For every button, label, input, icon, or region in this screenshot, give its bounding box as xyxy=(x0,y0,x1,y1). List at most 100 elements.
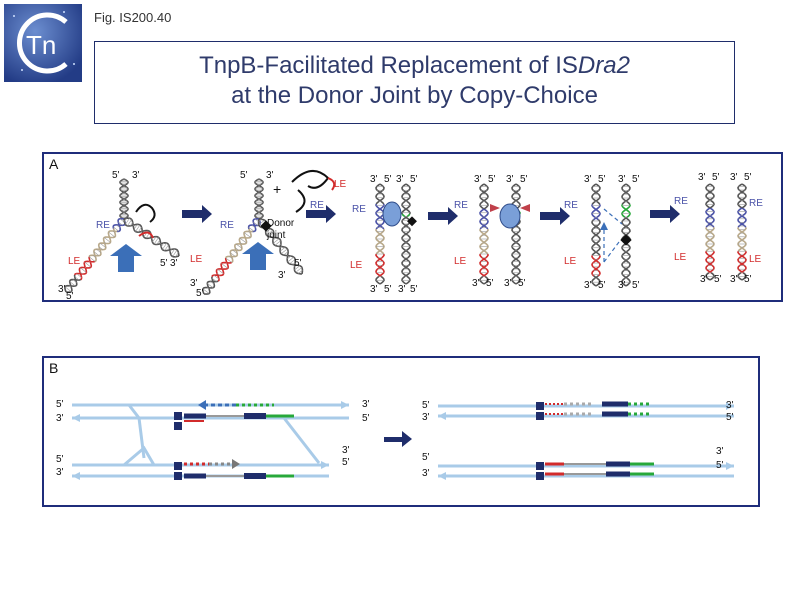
dna-strand xyxy=(737,227,747,252)
base-pair xyxy=(295,267,303,273)
svg-text:5': 5' xyxy=(488,174,496,185)
base-pair xyxy=(272,237,277,241)
dna-strand xyxy=(375,228,385,255)
dna-strand xyxy=(375,228,385,255)
dna-strand xyxy=(705,183,715,209)
dna-strand xyxy=(705,183,715,209)
crossover-strand xyxy=(282,417,321,464)
dna-strand xyxy=(705,227,715,252)
tnpb-protein xyxy=(499,203,521,229)
base-pair xyxy=(156,239,161,245)
base-pair xyxy=(108,231,115,238)
svg-text:3': 3' xyxy=(472,278,480,289)
dna-strand xyxy=(479,275,485,285)
title-italic: Dra2 xyxy=(577,52,630,79)
base-pair xyxy=(72,279,77,283)
base-pair xyxy=(230,252,236,257)
title-box: TnpB-Facilitated Replacement of ISDra2 a… xyxy=(94,41,735,124)
svg-text:RE: RE xyxy=(564,200,578,211)
dna-strand xyxy=(401,183,411,215)
step-arrow xyxy=(306,205,336,223)
tn-logo: Tn xyxy=(4,4,82,82)
dna-strand xyxy=(479,183,489,210)
dna-strand xyxy=(591,275,599,287)
dna-strand xyxy=(591,255,601,277)
svg-text:3': 3' xyxy=(422,412,430,423)
svg-text:RE: RE xyxy=(454,200,468,211)
base-pair xyxy=(248,226,255,232)
dna-strand xyxy=(123,217,180,258)
svg-text:5': 5' xyxy=(362,413,370,424)
arrowhead xyxy=(232,459,240,469)
dna-strand xyxy=(119,178,129,220)
base-pair xyxy=(76,273,82,278)
base-pair xyxy=(210,281,215,285)
dna-strand xyxy=(375,183,385,205)
base-pair xyxy=(141,230,143,232)
svg-text:LE: LE xyxy=(68,256,81,267)
base-pair xyxy=(234,247,240,251)
strand-arrowhead xyxy=(438,412,446,420)
svg-text:3': 3' xyxy=(266,170,274,181)
dna-strand xyxy=(741,272,747,281)
dna-strand xyxy=(406,213,411,218)
svg-text:3': 3' xyxy=(370,174,378,185)
base-pair xyxy=(133,224,138,230)
cut-marker xyxy=(520,204,530,212)
svg-text:RE: RE xyxy=(352,204,366,215)
svg-text:+: + xyxy=(273,181,281,197)
strand-arrowhead xyxy=(726,462,734,470)
svg-text:joint: joint xyxy=(266,230,286,241)
base-pair xyxy=(213,274,220,280)
base-pair xyxy=(280,246,282,248)
dna-strand xyxy=(93,228,117,263)
dna-strand xyxy=(737,207,747,228)
dna-strand xyxy=(375,275,381,285)
element-end-box xyxy=(174,412,182,420)
step-arrow xyxy=(384,431,412,447)
base-pair xyxy=(64,286,72,292)
svg-text:5': 5' xyxy=(240,170,248,181)
dna-strand xyxy=(591,219,601,256)
crossover-strand xyxy=(127,404,146,459)
svg-text:3': 3' xyxy=(58,284,66,295)
base-pair xyxy=(294,264,297,267)
svg-text:5': 5' xyxy=(518,278,526,289)
dna-strand xyxy=(479,228,489,255)
svg-text:5': 5' xyxy=(714,274,722,285)
excised-le xyxy=(327,177,336,191)
base-pair xyxy=(112,230,116,233)
element-end-box xyxy=(174,422,182,430)
svg-text:5': 5' xyxy=(410,284,418,295)
base-pair xyxy=(69,281,76,287)
svg-text:5': 5' xyxy=(112,170,120,181)
base-pair xyxy=(272,236,274,238)
panel-b-labels: 5'3'3'5'5'3'3'5'5'3'3'5'5'3'3'5' xyxy=(56,399,734,479)
base-pair xyxy=(265,228,271,233)
svg-text:RE: RE xyxy=(310,200,324,211)
base-pair xyxy=(160,242,165,248)
svg-text:LE: LE xyxy=(454,256,467,267)
base-pair xyxy=(164,244,169,251)
title-line-1: TnpB-Facilitated Replacement of ISDra2 xyxy=(95,51,734,81)
panel-b: B 5'3'3'5'5'3'3'5'5'3'3'5'5'3'3'5' xyxy=(42,356,760,507)
base-pair xyxy=(92,255,96,258)
base-pair xyxy=(258,219,265,225)
step-arrow xyxy=(650,205,680,223)
dna-strand xyxy=(621,183,631,205)
svg-text:5': 5' xyxy=(632,280,640,291)
dna-strand xyxy=(483,275,489,285)
step-arrow xyxy=(540,207,570,225)
svg-text:3': 3' xyxy=(396,174,404,185)
svg-text:5': 5' xyxy=(384,174,392,185)
strand-arrowhead xyxy=(341,401,349,409)
base-pair xyxy=(104,237,111,243)
dna-strand xyxy=(64,274,78,293)
cut-marker xyxy=(490,204,500,212)
panel-b-letter: B xyxy=(49,360,59,376)
dna-strand xyxy=(737,272,743,281)
base-pair xyxy=(133,224,135,227)
step-arrow xyxy=(182,205,212,223)
strand-arrowhead xyxy=(726,402,734,410)
